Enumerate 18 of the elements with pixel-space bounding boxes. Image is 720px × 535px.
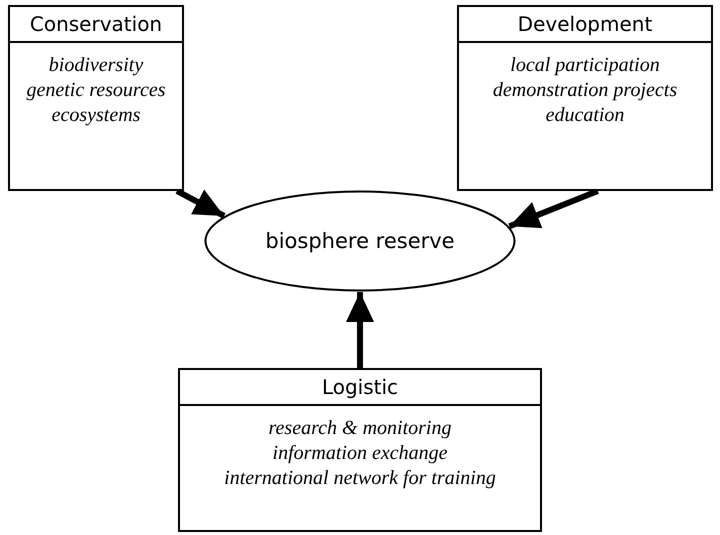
category-box	[178, 368, 542, 532]
list-item: ecosystems	[52, 103, 140, 128]
category-box	[457, 5, 713, 191]
list-item: biodiversity	[48, 53, 144, 78]
list-item: genetic resources	[26, 78, 166, 103]
box-heading: Development	[518, 11, 652, 38]
arrow	[346, 292, 374, 368]
node-label: biosphere reserve	[265, 229, 455, 253]
list-item: research & monitoring	[268, 416, 452, 441]
list-item: international network for training	[224, 466, 496, 491]
list-item: local participation	[510, 53, 660, 78]
category-box	[8, 5, 184, 191]
box-heading: Conservation	[30, 11, 162, 38]
list-item: education	[546, 103, 624, 128]
box-heading: Logistic	[322, 374, 398, 401]
list-item: demonstration projects	[492, 78, 678, 103]
arrow	[176, 188, 226, 219]
list-item: information exchange	[272, 441, 448, 466]
